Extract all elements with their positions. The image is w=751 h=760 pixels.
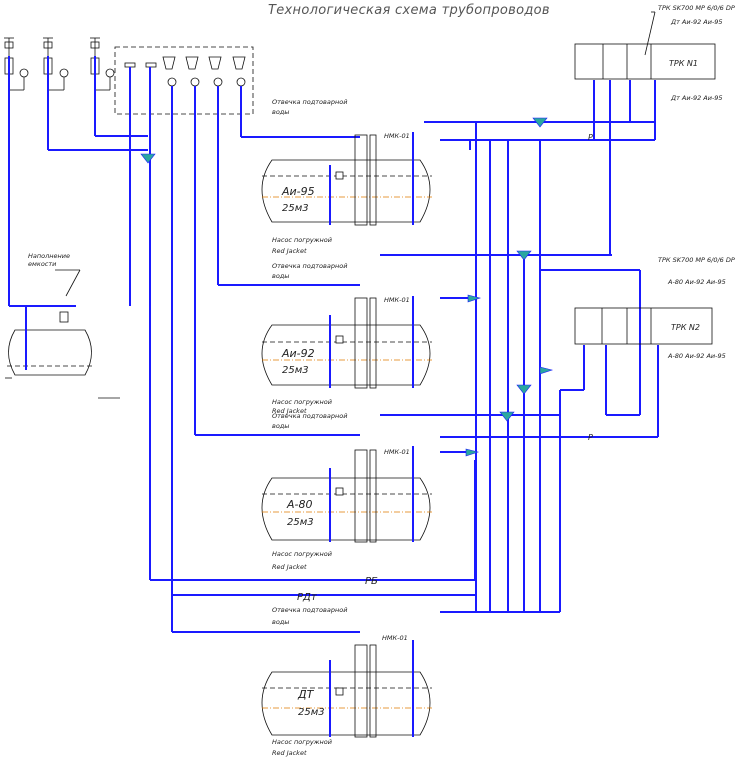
drain-tank-label-2: емкости [28,260,56,268]
trk2-top-label: А-80 Аи-92 Аи-95 [667,278,726,286]
p-line-label-2: Р [588,433,593,442]
tank-a80-bottom-label-1: Насос погружной [272,550,332,558]
pb-line-label: РБ [365,576,378,587]
tank-dt: ДТ 25м3 Отвечка подтоварной воды Насос п… [261,606,432,757]
tank-a80-top-label-2: воды [272,422,289,430]
trk1-bottom-label: Дт Аи-92 Аи-95 [670,94,723,102]
trk1-header: ТРК SK700 MP 6/0/6 DP [658,4,735,12]
tank-ai92-bottom-label-2: Red Jacket [272,407,307,415]
tank-ai95-name: Аи-95 [281,185,315,198]
trk2-bottom-label: А-80 Аи-92 Аи-95 [667,352,726,360]
tank-ai92-top-label-1: Отвечка подтоварной [272,262,347,270]
tank-ai95: Аи-95 25м3 Отвечка подтоварной воды Насо… [261,98,432,255]
tank-ai95-top-label-2: воды [272,108,289,116]
trk2-dispenser: ТРК N2 ТРК SK700 MP 6/0/6 DP А-80 Аи-92 … [574,256,735,360]
tank-dt-bottom-label-2: Red Jacket [272,749,307,757]
tank-ai92-volume: 25м3 [282,365,309,376]
tank-dt-volume: 25м3 [298,707,325,718]
trk1-dispenser: ТРК N1 ТРК SK700 MP 6/0/6 DP Дт Аи-92 Аи… [574,4,735,102]
drain-tank-label-1: Наполнение [28,252,70,260]
diagram-title: Технологическая схема трубопроводов [268,3,550,18]
tank-a80-volume: 25м3 [287,517,314,528]
tank-ai92-bottom-label-1: Насос погружной [272,398,332,406]
tank-a80-nmk: НМК-01 [384,448,410,456]
tank-ai95-bottom-label-1: Насос погружной [272,236,332,244]
tank-ai92: Аи-92 25м3 Отвечка подтоварной воды Насо… [261,262,432,415]
tank-dt-top-label-2: воды [272,618,289,626]
tank-dt-top-label-1: Отвечка подтоварной [272,606,347,614]
trk2-header: ТРК SK700 MP 6/0/6 DP [658,256,735,264]
tank-a80-top-label-1: Отвечка подтоварной [272,412,347,420]
trk2-name: ТРК N2 [671,323,700,332]
tank-a80: А-80 25м3 Отвечка подтоварной воды Насос… [261,412,432,571]
return-lines: РБ РДт [150,460,476,603]
tank-ai95-bottom-label-2: Red Jacket [272,247,307,255]
valve-manifold-block [114,46,254,595]
tank-ai95-top-label-1: Отвечка подтоварной [272,98,347,106]
distribution-pipes: Р Р [380,80,659,613]
tank-dt-bottom-label-1: Насос погружной [272,738,332,746]
tank-dt-name: ДТ [297,688,315,701]
tank-ai95-nmk: НМК-01 [384,132,410,140]
drain-tank: Наполнение емкости [5,252,120,399]
tank-ai92-name: Аи-92 [281,347,315,360]
tank-a80-name: А-80 [286,498,313,511]
left-vent-stacks [4,37,148,306]
tank-ai92-nmk: НМК-01 [384,296,410,304]
trk1-name: ТРК N1 [669,59,698,68]
tank-a80-bottom-label-2: Red Jacket [272,563,307,571]
tank-ai92-top-label-2: воды [272,272,289,280]
tank-ai95-volume: 25м3 [282,203,309,214]
trk1-top-label: Дт Аи-92 Аи-95 [670,18,723,26]
pdt-line-label: РДт [297,592,318,603]
tank-dt-nmk: НМК-01 [382,634,408,642]
p-line-label-1: Р [588,133,593,142]
